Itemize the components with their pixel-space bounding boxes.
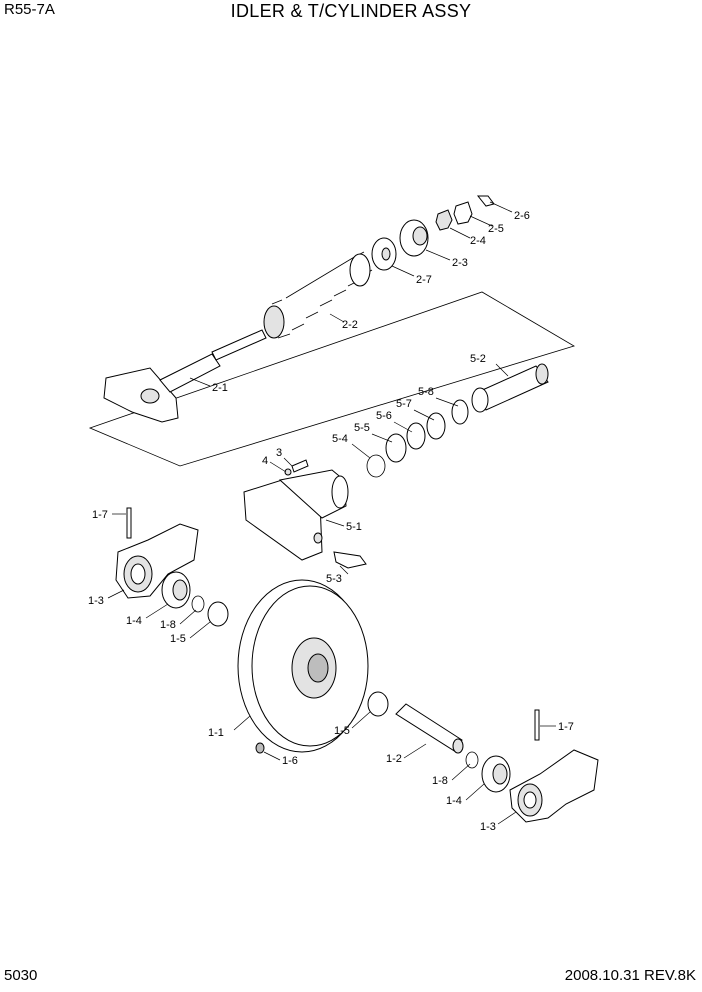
part-1-8-oring-left bbox=[191, 595, 205, 613]
part-5-1-cylinder bbox=[243, 469, 349, 561]
part-1-3-bracket-right bbox=[509, 749, 599, 823]
leader-lines bbox=[107, 201, 556, 825]
callout-2-5: 2-5 bbox=[488, 223, 504, 235]
callout-4: 4 bbox=[262, 455, 268, 467]
callout-2-1: 2-1 bbox=[212, 382, 228, 394]
part-3-bolt bbox=[291, 459, 309, 473]
part-2-3-flange bbox=[399, 219, 429, 257]
callout-2-4: 2-4 bbox=[470, 235, 486, 247]
part-2-4-nut bbox=[435, 209, 453, 231]
callout-5-5: 5-5 bbox=[354, 422, 370, 434]
callout-5-3: 5-3 bbox=[326, 573, 342, 585]
callout-1-7-left: 1-7 bbox=[92, 509, 108, 521]
part-2-1-rod bbox=[103, 329, 267, 423]
page-title: IDLER & T/CYLINDER ASSY bbox=[230, 1, 472, 21]
callout-1-4-right: 1-4 bbox=[446, 795, 462, 807]
callout-1-5-right: 1-5 bbox=[334, 725, 350, 737]
part-5-2-piston bbox=[471, 363, 549, 413]
callout-1-8-left: 1-8 bbox=[160, 619, 176, 631]
part-2-5-nut bbox=[453, 201, 473, 225]
callout-5-6: 5-6 bbox=[376, 410, 392, 422]
part-1-2-shaft bbox=[395, 703, 464, 754]
part-1-1-idler-wheel bbox=[237, 579, 369, 753]
part-1-5-bushing-left bbox=[207, 601, 229, 627]
assembly-frame bbox=[88, 291, 575, 467]
callout-2-3: 2-3 bbox=[452, 257, 468, 269]
part-2-2-spring bbox=[263, 251, 373, 339]
part-4-washer bbox=[284, 468, 292, 476]
callout-5-2: 5-2 bbox=[470, 353, 486, 365]
callout-1-5-left: 1-5 bbox=[170, 633, 186, 645]
callout-1-4-left: 1-4 bbox=[126, 615, 142, 627]
callout-2-7: 2-7 bbox=[416, 274, 432, 286]
part-5-4-oring bbox=[366, 454, 386, 478]
model-code: R55-7A bbox=[4, 1, 55, 18]
part-5-6-ring bbox=[406, 422, 426, 450]
callout-5-4: 5-4 bbox=[332, 433, 348, 445]
callout-1-6: 1-6 bbox=[282, 755, 298, 767]
callout-5-8: 5-8 bbox=[418, 386, 434, 398]
page-number: 5030 bbox=[4, 967, 38, 984]
part-5-8-ring bbox=[451, 399, 469, 425]
callout-1-3-left: 1-3 bbox=[88, 595, 104, 607]
callout-2-2: 2-2 bbox=[342, 319, 358, 331]
callout-1-8-right: 1-8 bbox=[432, 775, 448, 787]
part-1-7-pin-left bbox=[126, 507, 132, 539]
part-1-6-plug bbox=[255, 742, 265, 754]
callout-1-2: 1-2 bbox=[386, 753, 402, 765]
part-1-3-bracket-left bbox=[115, 523, 199, 599]
part-1-7-pin-right bbox=[534, 709, 540, 741]
part-5-7-ring bbox=[426, 412, 446, 440]
callout-1-1: 1-1 bbox=[208, 727, 224, 739]
callout-5-1: 5-1 bbox=[346, 521, 362, 533]
callout-1-7-right: 1-7 bbox=[558, 721, 574, 733]
part-5-3-valve bbox=[333, 551, 367, 569]
part-1-5-bushing-right bbox=[367, 691, 389, 717]
callout-3: 3 bbox=[276, 447, 282, 459]
part-5-5-ring bbox=[385, 433, 407, 463]
part-1-8-oring-right bbox=[465, 751, 479, 769]
revision-date: 2008.10.31 REV.8K bbox=[564, 967, 696, 984]
part-2-6-pin bbox=[476, 195, 495, 207]
callout-2-6: 2-6 bbox=[514, 210, 530, 222]
callout-5-7: 5-7 bbox=[396, 398, 412, 410]
callout-1-3-right: 1-3 bbox=[480, 821, 496, 833]
